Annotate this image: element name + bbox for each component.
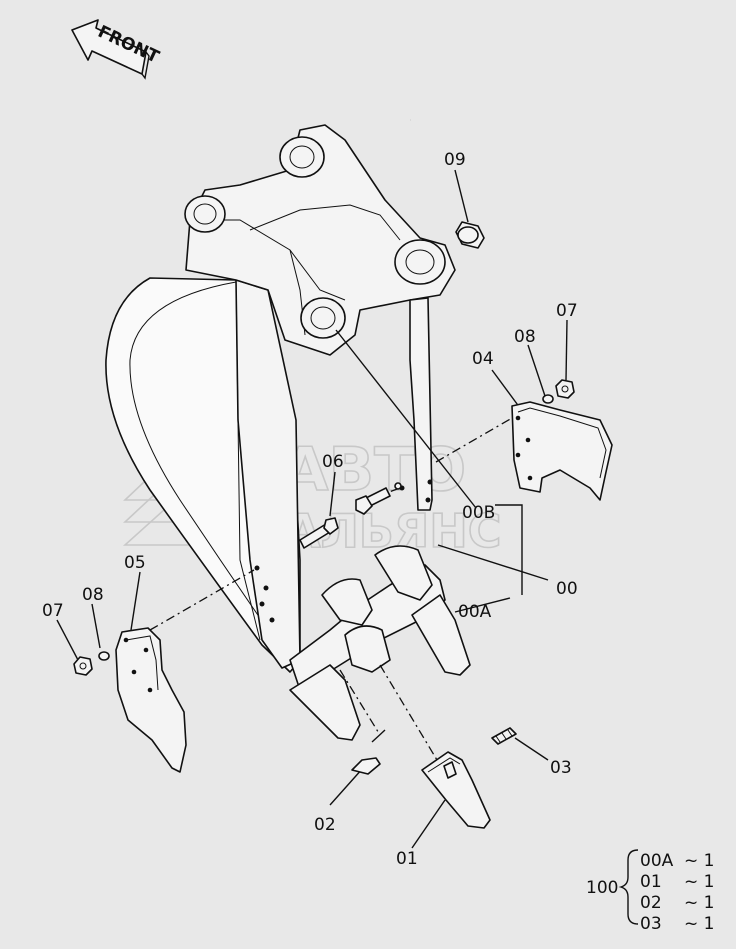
assembly-row-qty: ~ 1	[684, 872, 714, 892]
part-labels: 09 07 08 04 06 00B 00 00A 05 07 08 03 02…	[42, 150, 578, 869]
label-00b: 00B	[462, 503, 495, 523]
loose-parts	[73, 221, 613, 829]
assembly-table: 100 00A ~ 1 01 ~ 1 02 ~ 1 03 ~ 1	[586, 849, 714, 934]
pin-03	[491, 727, 517, 745]
lock-02	[351, 757, 381, 775]
assembly-row-qty: ~ 1	[684, 851, 714, 871]
assembly-row-qty: ~ 1	[684, 914, 714, 934]
bolt-06	[299, 482, 402, 549]
washer-08-right	[542, 394, 554, 404]
assembly-row-part: 03	[640, 914, 662, 934]
label-07-right: 07	[556, 301, 578, 321]
washer-08-left	[98, 651, 110, 661]
leader-lines	[56, 169, 568, 849]
label-00a: 00A	[458, 602, 492, 622]
label-05: 05	[124, 553, 146, 573]
assembly-row-part: 01	[640, 872, 662, 892]
front-arrow-icon: FRONT	[71, 19, 162, 80]
assembly-row-part: 00A	[640, 851, 674, 871]
label-09: 09	[444, 150, 466, 170]
label-08-right: 08	[514, 327, 536, 347]
label-01: 01	[396, 849, 418, 869]
label-03: 03	[550, 758, 572, 778]
assembly-group: 100	[586, 878, 618, 898]
tooth-01	[421, 751, 491, 829]
label-04: 04	[472, 349, 494, 369]
nut-07-left	[73, 656, 93, 676]
bushing-09	[455, 221, 485, 249]
label-06: 06	[322, 452, 344, 472]
assembly-row-part: 02	[640, 893, 662, 913]
label-00: 00	[556, 579, 578, 599]
assembly-row-qty: ~ 1	[684, 893, 714, 913]
nut-07-right	[555, 379, 575, 399]
label-08-left: 08	[82, 585, 104, 605]
side-cutter-04	[511, 401, 613, 501]
label-07-left: 07	[42, 601, 64, 621]
label-02: 02	[314, 815, 336, 835]
side-cutter-05	[115, 627, 187, 773]
